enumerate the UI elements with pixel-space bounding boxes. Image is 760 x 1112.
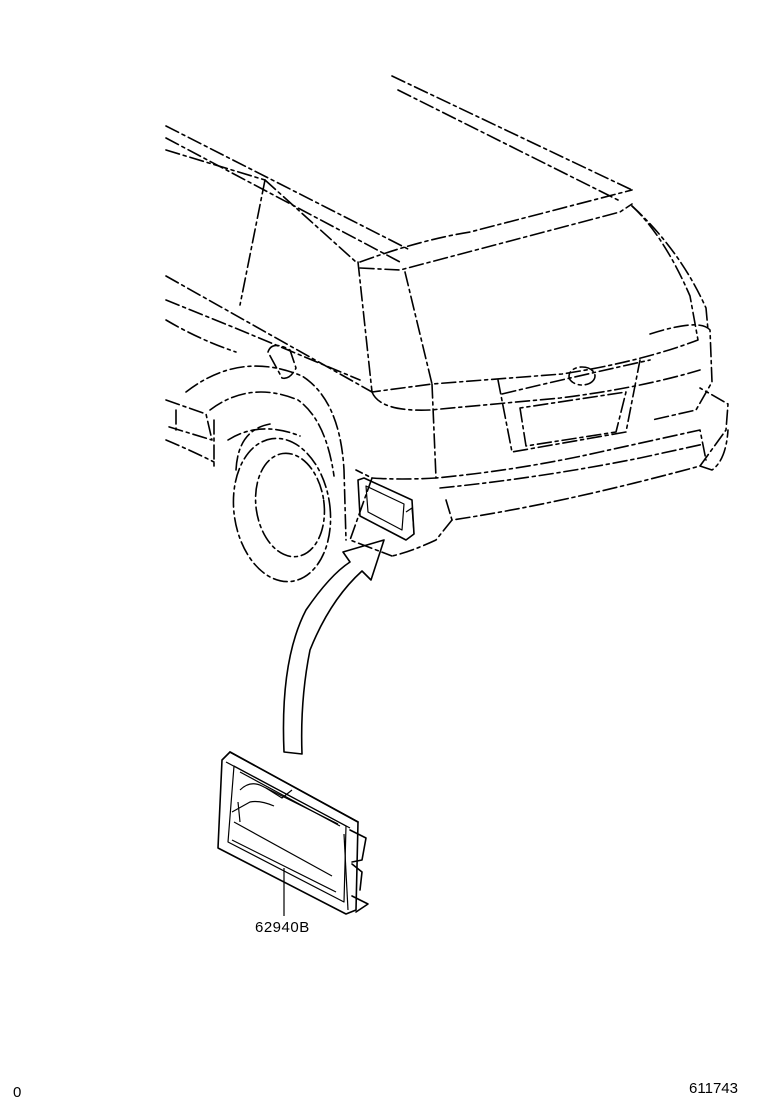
illustration-number: 611743	[689, 1080, 738, 1097]
part-62940B	[217, 751, 369, 915]
part-number-label: 62940B	[255, 919, 310, 936]
vehicle-outline	[165, 75, 729, 583]
mounted-bracket-on-vehicle	[357, 477, 415, 541]
callout-arrow	[282, 539, 385, 755]
corner-code-left: 0	[13, 1084, 22, 1101]
